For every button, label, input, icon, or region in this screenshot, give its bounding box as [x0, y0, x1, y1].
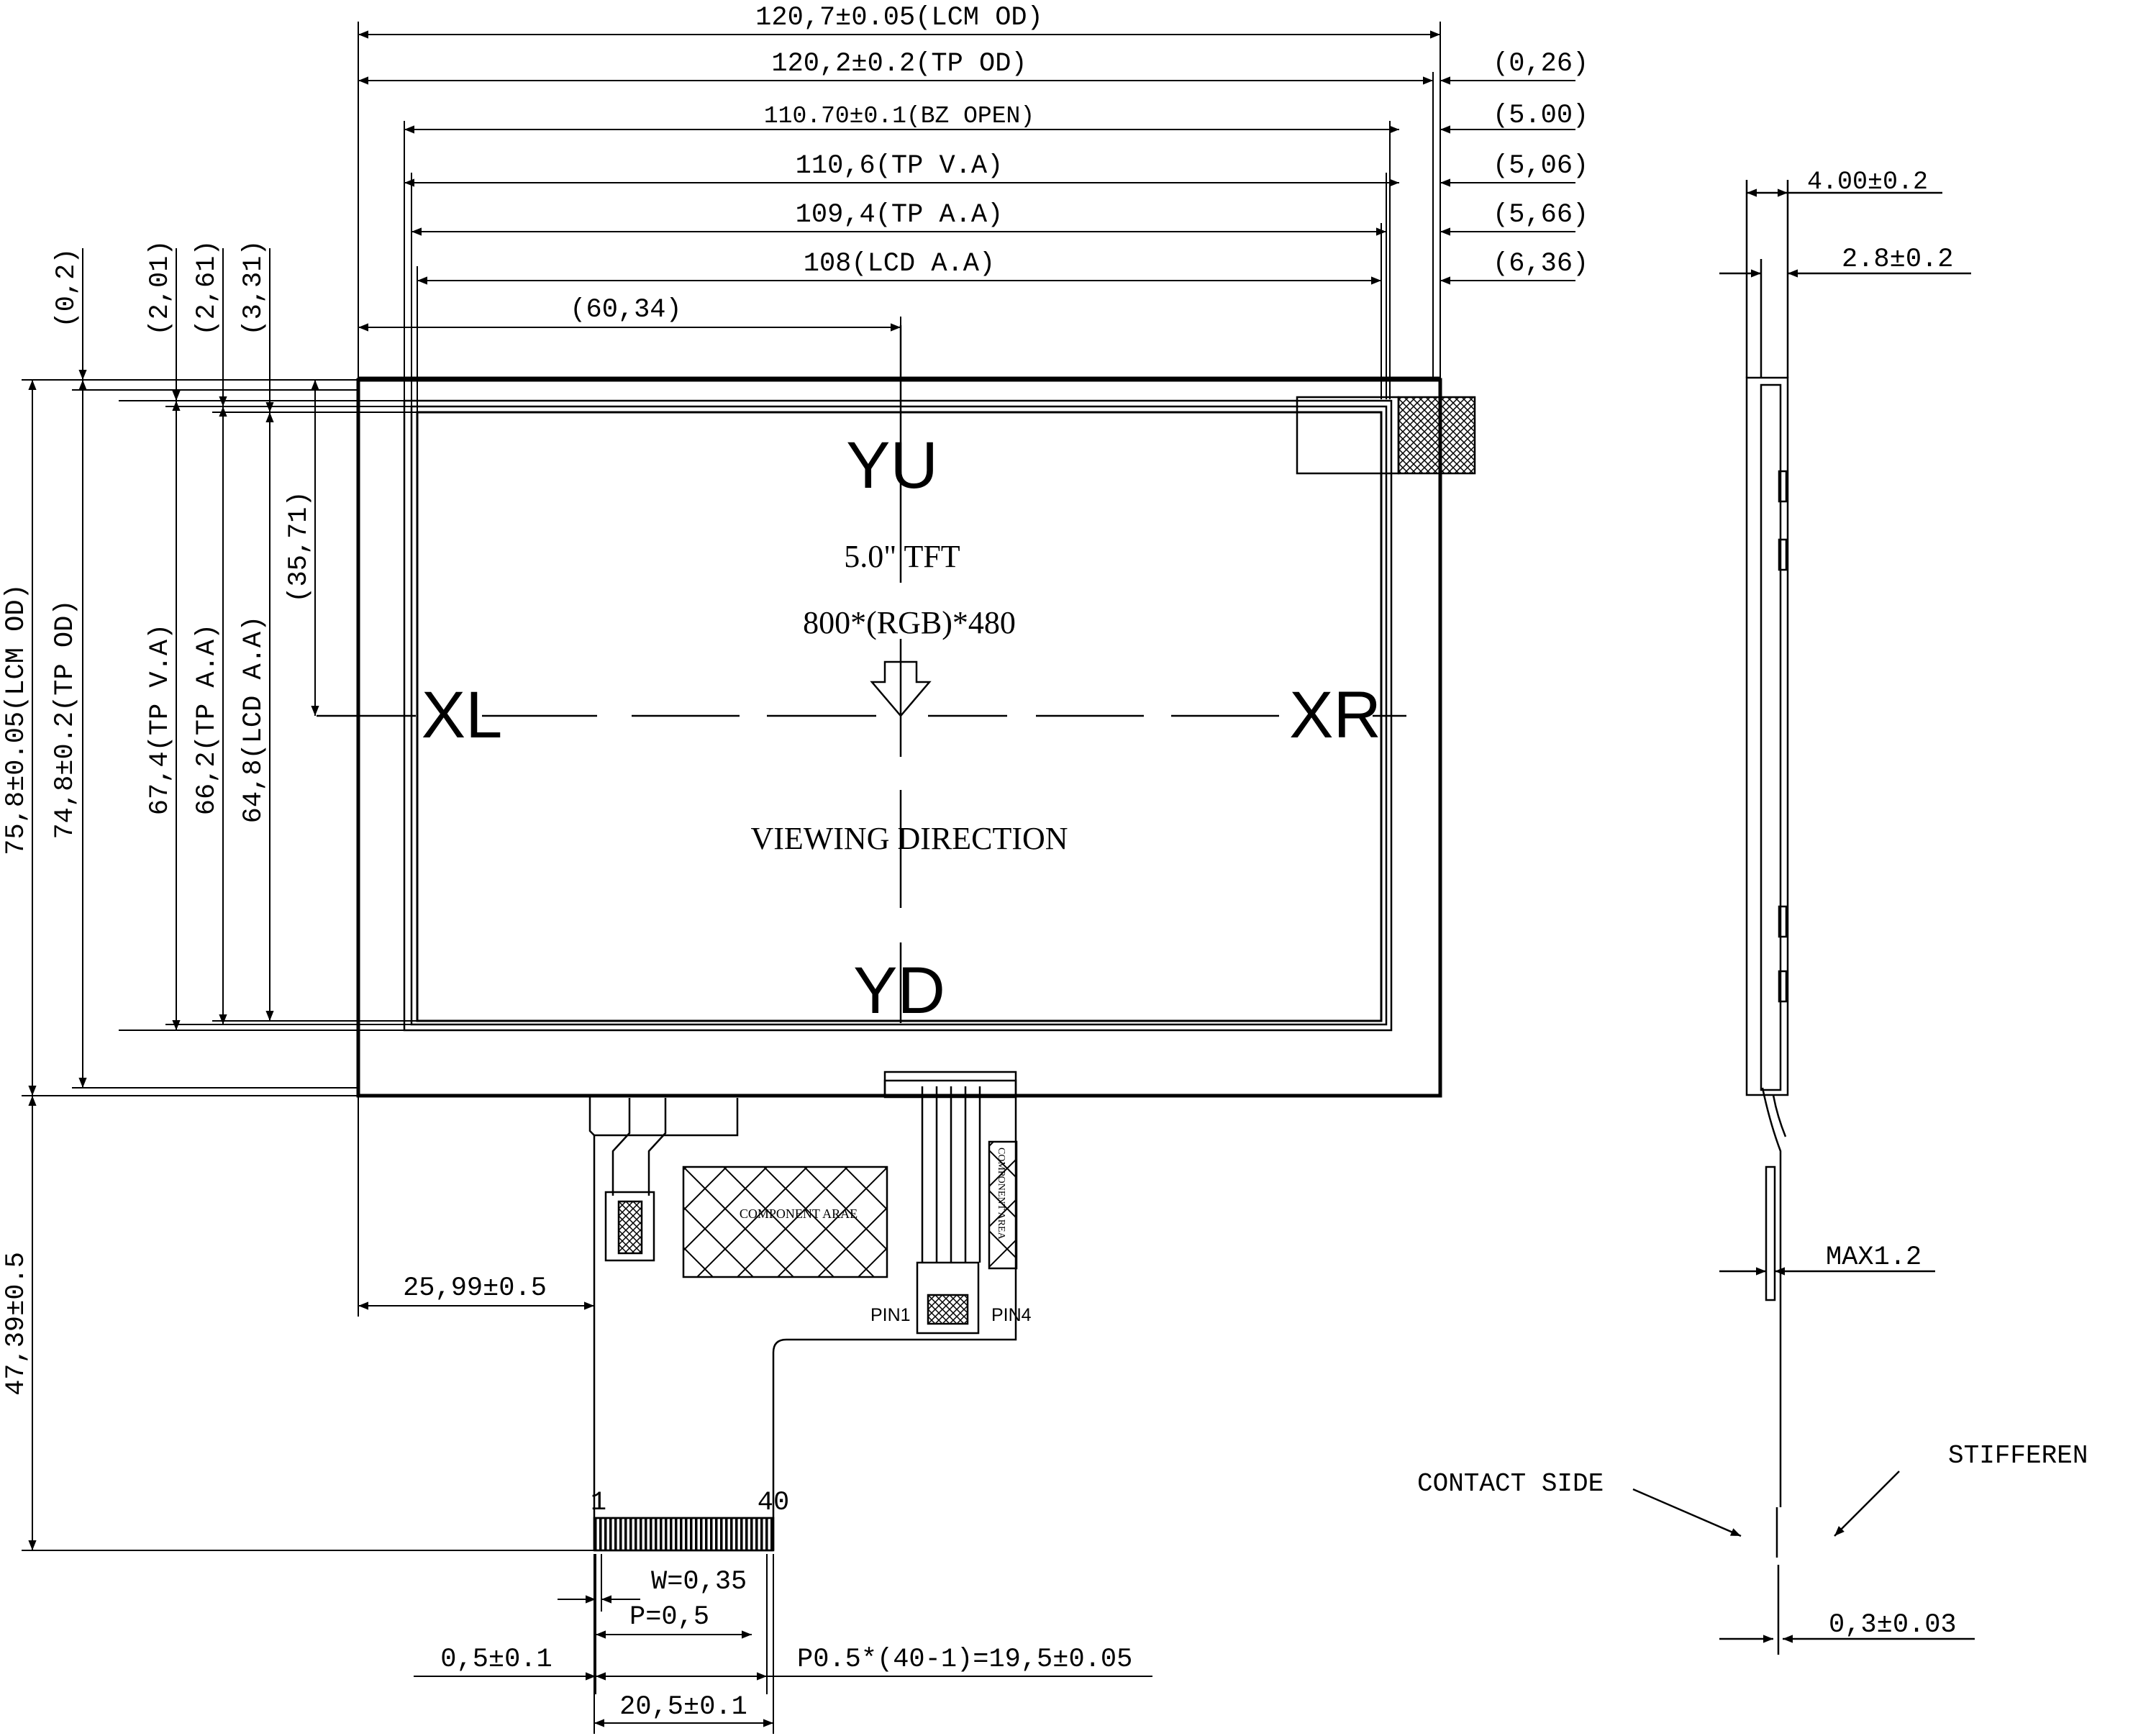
lcm-od-height: 75,8±0.05(LCM OD) — [1, 583, 32, 855]
component-area — [682, 1165, 888, 1278]
total-thickness: 4.00±0.2 — [1807, 168, 1928, 196]
side-labels: 4.00±0.2 2.8±0.2 MAX1.2 0,3±0.03 CONTACT… — [1417, 168, 2088, 1640]
fpc — [588, 1071, 1018, 1552]
lcm-thickness: 2.8±0.2 — [1842, 245, 1953, 275]
center-lines — [317, 325, 1406, 1023]
lcm-od-width: 120,7±0.05(LCM OD) — [755, 3, 1043, 33]
lcd-aa-width: 108(LCD A.A) — [804, 249, 995, 279]
top-dims — [358, 22, 1575, 412]
component-area-label: COMPONENT ARAE — [740, 1206, 858, 1221]
max-thickness: MAX1.2 — [1826, 1242, 1921, 1273]
viewing-arrow — [870, 660, 932, 717]
fpc-thickness: 0,3±0.03 — [1829, 1610, 1957, 1640]
yd-label: YD — [853, 954, 945, 1027]
connector-pins — [593, 1517, 775, 1552]
tp-va-width: 110,6(TP V.A) — [796, 151, 1004, 181]
hatched-tab — [1397, 396, 1476, 475]
front-main-labels: YU YD XL XR 5.0" TFT 800*(RGB)*480 VIEWI… — [422, 429, 1381, 1325]
pin-span: P0.5*(40-1)=19,5±0.05 — [797, 1645, 1132, 1675]
display-size: 5.0" TFT — [844, 539, 960, 574]
tp-od-width: 120,2±0.2(TP OD) — [771, 49, 1027, 79]
pin-last-label: 40 — [758, 1488, 789, 1518]
lcd-aa-height: 64,8(LCD A.A) — [239, 616, 269, 824]
yu-label: YU — [846, 429, 938, 502]
stiffener-label: STIFFEREN — [1948, 1441, 2088, 1471]
offset-0-2: (0,2) — [52, 247, 82, 327]
component-area-label-2: COMPONENT AREA — [996, 1148, 1006, 1240]
pin-pitch: P=0,5 — [629, 1602, 709, 1632]
offset-2-01: (2,01) — [145, 240, 176, 335]
pin-width: W=0,35 — [651, 1567, 747, 1597]
offset-6-36: (6,36) — [1493, 249, 1588, 279]
offset-5-00: (5.00) — [1493, 101, 1588, 131]
pin4-label: PIN4 — [991, 1305, 1032, 1325]
center-y-offset: (35,71) — [284, 491, 314, 602]
xl-label: XL — [422, 678, 503, 752]
fpc-width: 20,5±0.1 — [619, 1692, 747, 1722]
side-view — [1632, 180, 1975, 1655]
display-resolution: 800*(RGB)*480 — [803, 605, 1016, 640]
left-dims — [22, 248, 594, 1551]
pin-first-label: 1 — [591, 1488, 606, 1518]
xr-label: XR — [1289, 678, 1381, 752]
front-dim-labels: 120,7±0.05(LCM OD) 120,2±0.2(TP OD) 110.… — [1, 3, 1588, 1722]
offset-2-61: (2,61) — [192, 240, 222, 335]
pin1-label: PIN1 — [870, 1305, 911, 1325]
offset-0-26: (0,26) — [1493, 49, 1588, 79]
center-x-offset: (60,34) — [570, 295, 681, 325]
tp-va-height: 67,4(TP V.A) — [145, 624, 176, 815]
bz-open-width: 110.70±0.1(BZ OPEN) — [764, 103, 1034, 129]
offset-5-66: (5,66) — [1493, 200, 1588, 230]
tp-aa-width: 109,4(TP A.A) — [796, 200, 1004, 230]
tp-od-height: 74,8±0.2(TP OD) — [50, 599, 81, 839]
viewing-direction: VIEWING DIRECTION — [750, 821, 1068, 856]
bottom-dims — [358, 1096, 1152, 1734]
fpc-offset: 25,99±0.5 — [403, 1273, 547, 1304]
contact-side-label: CONTACT SIDE — [1417, 1469, 1604, 1499]
fpc-length: 47,39±0.5 — [1, 1252, 32, 1396]
lcm-outline — [356, 376, 1442, 1098]
offset-3-31: (3,31) — [239, 240, 269, 335]
tp-aa-height: 66,2(TP A.A) — [192, 624, 222, 815]
offset-5-06: (5,06) — [1493, 151, 1588, 181]
pin-edge: 0,5±0.1 — [440, 1645, 552, 1675]
